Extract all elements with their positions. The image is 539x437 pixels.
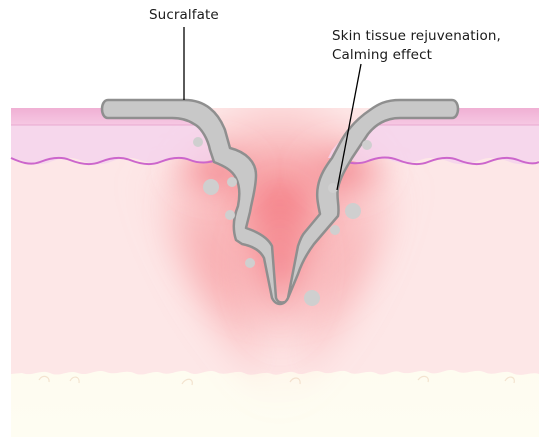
effect-label-line-1: Skin tissue rejuvenation, [332,27,501,46]
sucralfate-label: Sucralfate [149,6,219,25]
effect-label-line-2: Calming effect [332,46,432,65]
